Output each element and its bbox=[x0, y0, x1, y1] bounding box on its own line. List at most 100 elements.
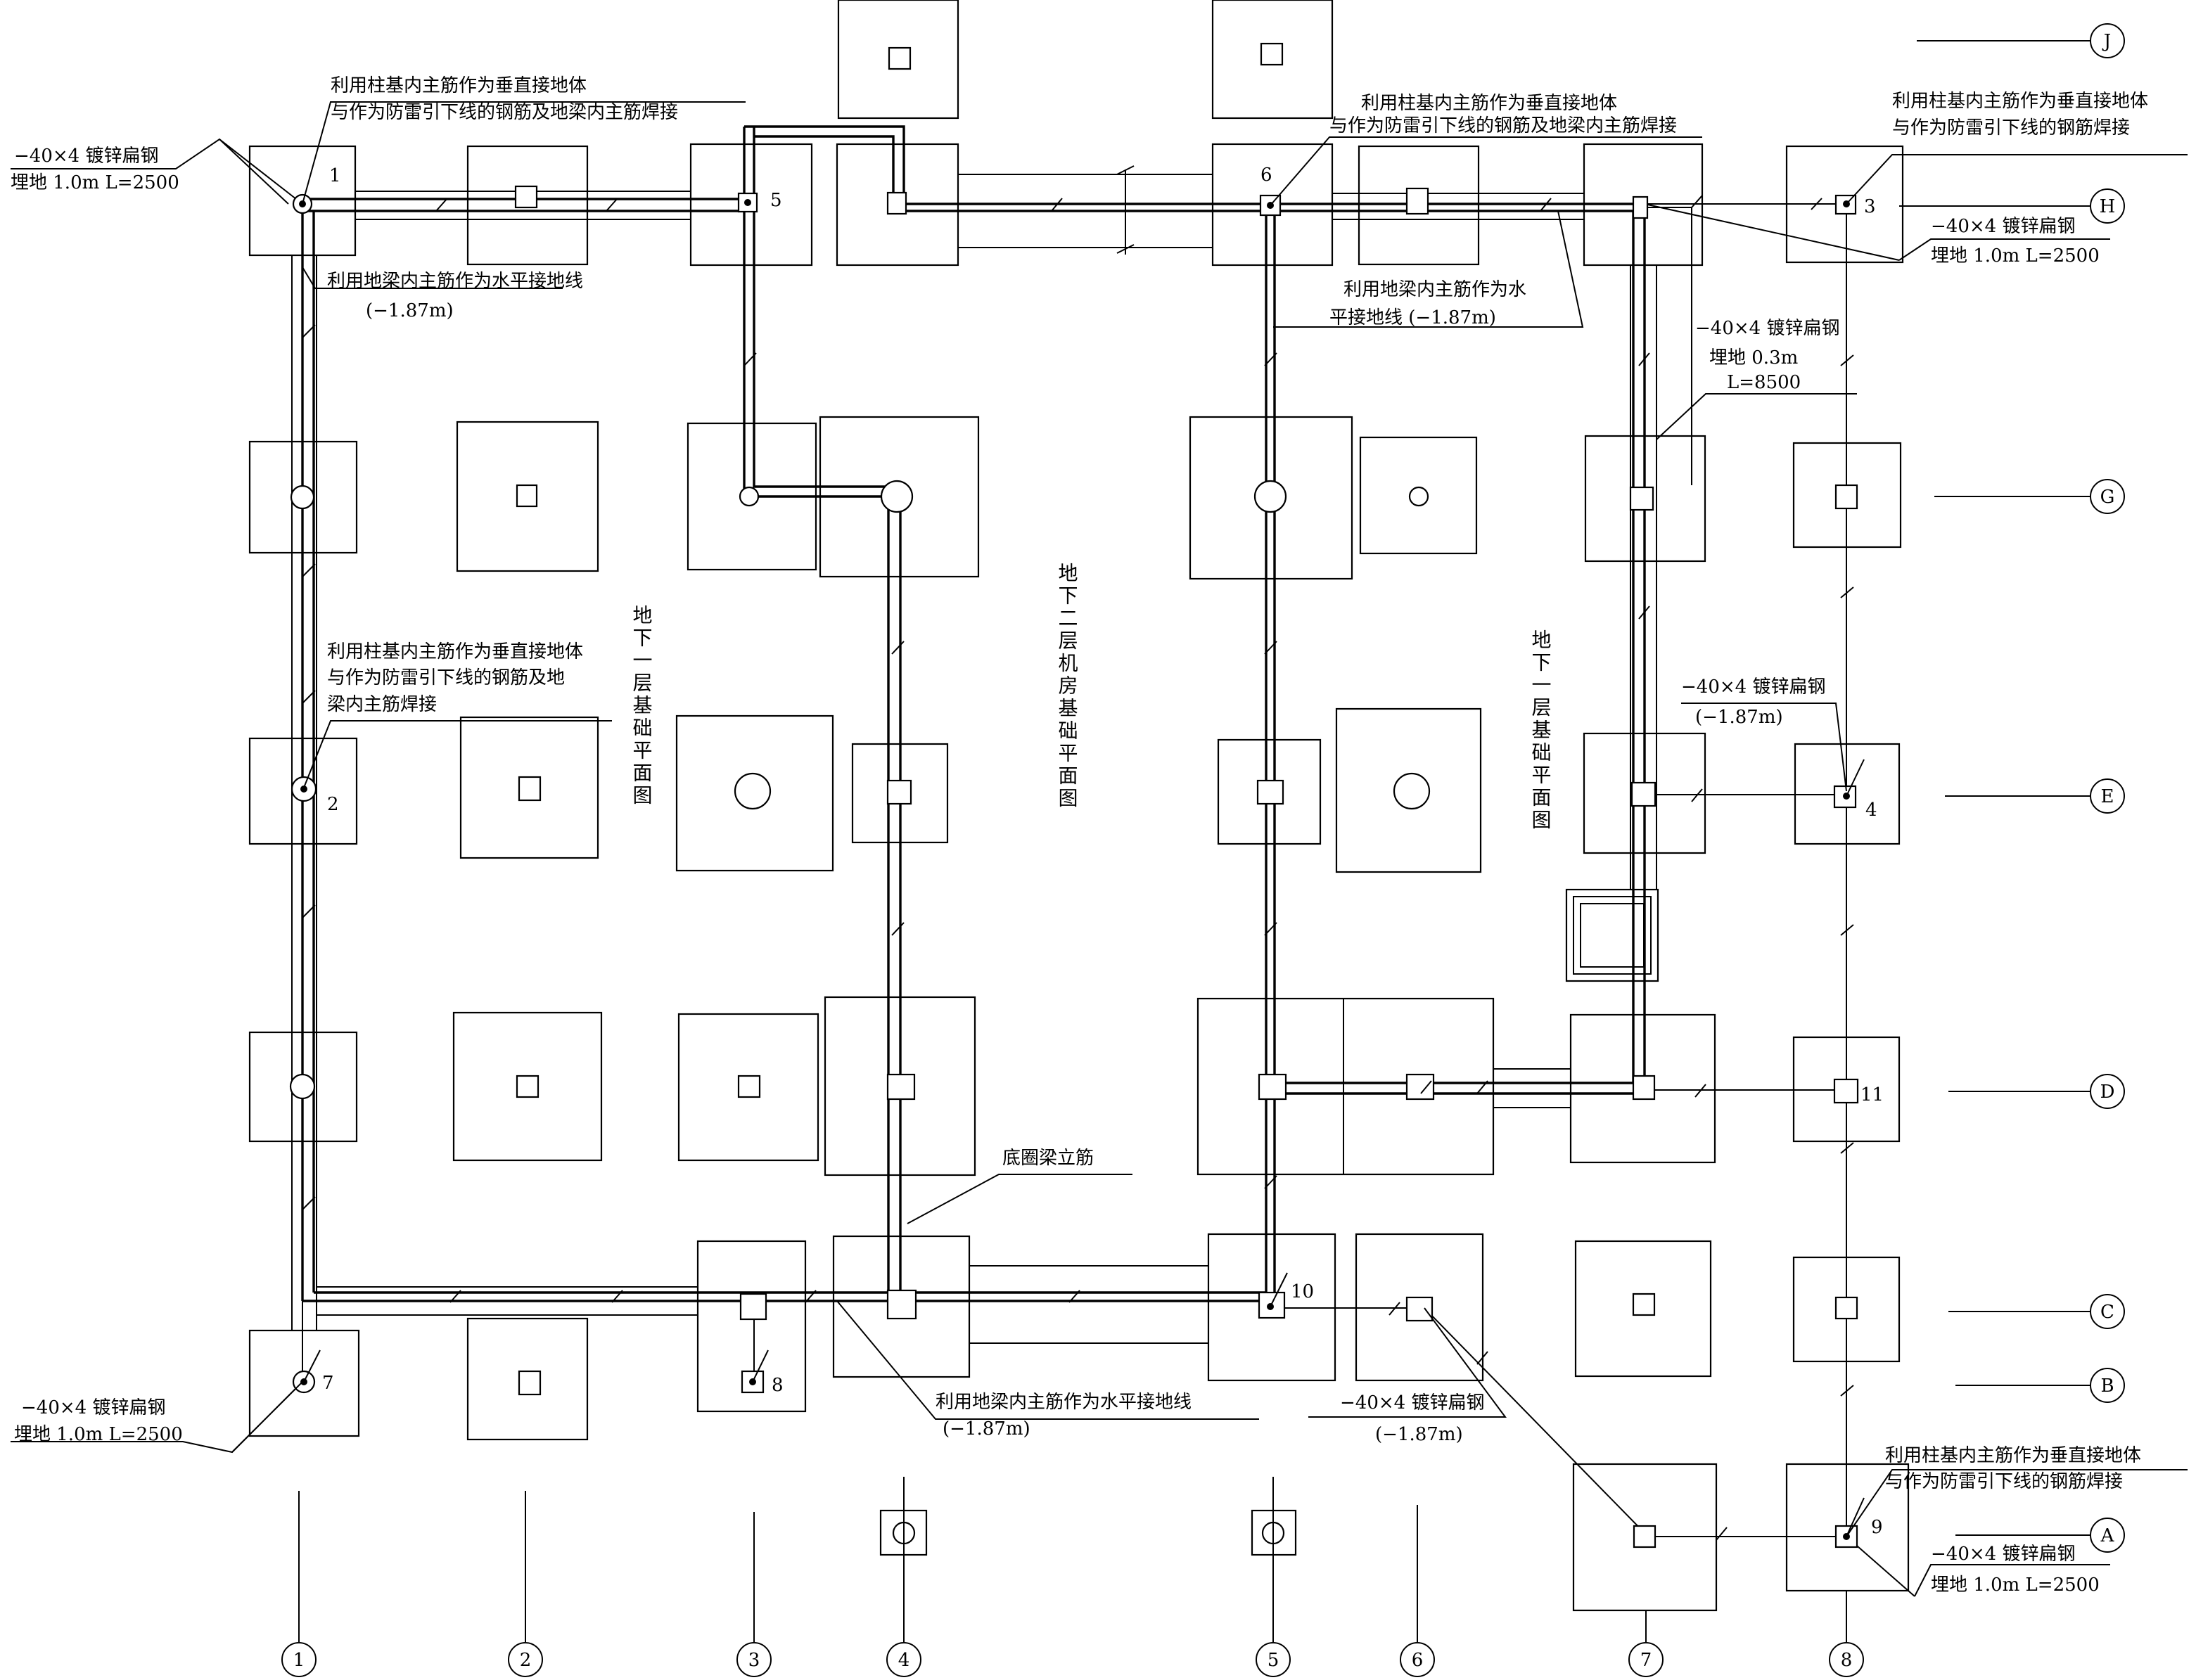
conductor-ticks bbox=[302, 195, 1854, 1541]
note-tl-beam-line2: (−1.87m) bbox=[366, 300, 454, 321]
note-r-flat-line2: 埋地 0.3m bbox=[1709, 347, 1798, 368]
axis-col-label: 6 bbox=[1412, 1650, 1424, 1671]
column bbox=[1258, 1073, 1287, 1101]
axis-row-bubble bbox=[2090, 778, 2125, 814]
note-tl-beam-line1: 利用地梁内主筋作为水平接地线 bbox=[327, 271, 583, 292]
footings bbox=[248, 0, 1910, 1612]
note-tr-rebar-line1: 利用柱基内主筋作为垂直接地体 bbox=[1892, 91, 2148, 112]
column bbox=[1834, 484, 1858, 510]
note-r-flat-line1: −40×4 镀锌扁钢 bbox=[1695, 318, 1839, 339]
point-label: 8 bbox=[772, 1375, 784, 1396]
note-br-rebar-line1: 利用柱基内主筋作为垂直接地体 bbox=[1885, 1445, 2141, 1466]
axis-col-bubble bbox=[1256, 1642, 1291, 1677]
column bbox=[1834, 1296, 1858, 1320]
axis-row-label: J bbox=[2102, 31, 2111, 52]
note-bl-flat-line2: 埋地 1.0m L=2500 bbox=[14, 1424, 183, 1445]
column bbox=[516, 1075, 540, 1098]
point-label: 9 bbox=[1871, 1517, 1883, 1538]
column bbox=[888, 46, 912, 70]
axis-col-label: 1 bbox=[293, 1650, 305, 1671]
column bbox=[1260, 42, 1284, 66]
column bbox=[1253, 480, 1287, 513]
column bbox=[516, 484, 538, 508]
axis-col-label: 3 bbox=[748, 1650, 760, 1671]
region-label-b2: 地下二层机房基础平面图 bbox=[1056, 563, 1079, 810]
note-tl-rebar-line1: 利用柱基内主筋作为垂直接地体 bbox=[331, 75, 587, 96]
axis-col-label: 8 bbox=[1841, 1650, 1853, 1671]
axis-row-label: E bbox=[2101, 786, 2114, 807]
column bbox=[1405, 187, 1429, 215]
region-label-b1-left: 地下一层基础平面图 bbox=[630, 605, 653, 807]
note-br-flat-line2: 埋地 1.0m L=2500 bbox=[1931, 1575, 2100, 1596]
column bbox=[739, 486, 760, 507]
footing bbox=[1196, 997, 1495, 1176]
point-label: 10 bbox=[1291, 1281, 1314, 1302]
note-ring: 底圈梁立筋 bbox=[1002, 1148, 1094, 1169]
note-e-flat-line1: −40×4 镀锌扁钢 bbox=[1681, 677, 1825, 698]
region-labels: 地下一层基础平面图 地下二层机房基础平面图 地下一层基础平面图 bbox=[630, 563, 1552, 832]
point-label: 11 bbox=[1860, 1084, 1884, 1105]
note-tm-rebar-line2: 与作为防雷引下线的钢筋及地梁内主筋焊接 bbox=[1329, 115, 1677, 136]
axis-row-bubble bbox=[2090, 23, 2125, 58]
axis-col-bubble bbox=[886, 1642, 921, 1677]
note-ml-rebar-line2: 与作为防雷引下线的钢筋及地 bbox=[327, 667, 565, 688]
point-label: 6 bbox=[1260, 165, 1272, 186]
note-bc-flat-line2: (−1.87m) bbox=[1375, 1424, 1463, 1445]
axis-col-label: 2 bbox=[520, 1650, 532, 1671]
region-label-b1-right: 地下一层基础平面图 bbox=[1529, 629, 1552, 832]
point-label: 2 bbox=[327, 794, 339, 815]
axis-row-label: G bbox=[2100, 487, 2115, 508]
note-tl-flat-line1: −40×4 镀锌扁钢 bbox=[14, 146, 158, 167]
point-label: 7 bbox=[322, 1373, 334, 1394]
note-tr-rebar-line2: 与作为防雷引下线的钢筋焊接 bbox=[1892, 117, 2130, 139]
elevator-pit-inner bbox=[1573, 896, 1652, 975]
column bbox=[1405, 1296, 1434, 1322]
note-tl-flat-line2: 埋地 1.0m L=2500 bbox=[11, 172, 179, 193]
note-tr-flat-line2: 埋地 1.0m L=2500 bbox=[1931, 245, 2100, 267]
column bbox=[1632, 195, 1649, 219]
column bbox=[289, 1073, 316, 1100]
column bbox=[1632, 1293, 1656, 1316]
axis-row-bubble bbox=[2090, 479, 2125, 514]
note-br-rebar-line2: 与作为防雷引下线的钢筋焊接 bbox=[1885, 1471, 2123, 1492]
note-tr-beam-line1: 利用地梁内主筋作为水 bbox=[1343, 279, 1526, 300]
axis-col-bubble bbox=[1400, 1642, 1435, 1677]
note-ml-rebar-line3: 梁内主筋焊接 bbox=[327, 694, 437, 715]
axis-col-bubble bbox=[1829, 1642, 1864, 1677]
point-label: 3 bbox=[1864, 196, 1876, 217]
axis-row-label: D bbox=[2100, 1082, 2115, 1103]
axis-col-label: 7 bbox=[1640, 1650, 1652, 1671]
note-ml-rebar-line1: 利用柱基内主筋作为垂直接地体 bbox=[327, 641, 583, 662]
column bbox=[1408, 486, 1429, 507]
axis-row-bubble bbox=[2090, 1074, 2125, 1109]
note-bc-flat-line1: −40×4 镀锌扁钢 bbox=[1340, 1392, 1484, 1413]
axis-row-bubble bbox=[2090, 188, 2125, 224]
note-bl-flat-line1: −40×4 镀锌扁钢 bbox=[21, 1397, 165, 1418]
annotations: 利用柱基内主筋作为垂直接地体 与作为防雷引下线的钢筋及地梁内主筋焊接 利用柱基内… bbox=[11, 75, 2188, 1597]
column bbox=[1833, 1078, 1859, 1104]
column bbox=[1256, 779, 1284, 805]
column bbox=[886, 779, 912, 805]
axis-row-bubble bbox=[2090, 1518, 2125, 1553]
grounding-points: 1 2 3 4 5 6 7 8 9 10 11 bbox=[299, 165, 1884, 1540]
axis-col-bubble bbox=[508, 1642, 543, 1677]
axis-row-bubble bbox=[2090, 1294, 2125, 1329]
column bbox=[1393, 772, 1431, 810]
column bbox=[1629, 486, 1654, 511]
column bbox=[739, 1293, 767, 1321]
note-tl-rebar-line2: 与作为防雷引下线的钢筋及地梁内主筋焊接 bbox=[331, 102, 678, 123]
column bbox=[518, 1370, 542, 1396]
column bbox=[886, 1073, 916, 1101]
axis-row-label: B bbox=[2100, 1376, 2114, 1397]
column bbox=[734, 772, 772, 810]
column bbox=[1405, 1073, 1435, 1101]
note-tm-rebar-line1: 利用柱基内主筋作为垂直接地体 bbox=[1361, 93, 1617, 114]
grid-axes bbox=[298, 40, 2090, 1642]
note-tr-flat-line1: −40×4 镀锌扁钢 bbox=[1931, 216, 2075, 237]
column bbox=[886, 1289, 917, 1320]
axis-row-label: H bbox=[2100, 196, 2116, 217]
note-e-flat-line2: (−1.87m) bbox=[1695, 707, 1783, 728]
axis-row-bubble bbox=[2090, 1368, 2125, 1403]
